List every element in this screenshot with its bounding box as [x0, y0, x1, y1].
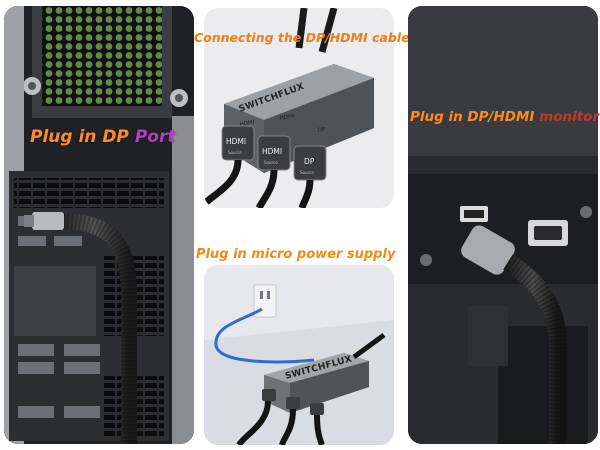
- monitor-panel: [408, 6, 598, 444]
- pc-tower-image: [4, 6, 194, 444]
- caption-left-text: Plug in DP: [30, 127, 135, 147]
- port-1-sub: Source: [228, 150, 242, 155]
- caption-plug-in-power: Plug in micro power supply: [196, 247, 396, 262]
- port-1-label: HDMI: [226, 137, 246, 146]
- port-hdmi-2: HDMI Source: [257, 135, 291, 171]
- power-supply-image: SWITCHFLUX: [204, 265, 394, 445]
- port-2-sub: Source: [264, 160, 278, 165]
- power-supply-panel: SWITCHFLUX: [204, 265, 394, 445]
- port-2-label: HDMI: [262, 147, 282, 156]
- port-3-sub: Source: [300, 170, 314, 175]
- caption-right-monitor: monitor: [539, 109, 600, 125]
- port-top-label-3: DP: [317, 127, 326, 134]
- port-top-label-2: HDMI: [279, 113, 295, 122]
- port-top-label-1: HDMI: [239, 119, 255, 128]
- caption-right-text: Plug in DP/HDMI: [410, 109, 540, 125]
- caption-connecting-cable: Connecting the DP/HDMI cable: [194, 30, 410, 45]
- monitor-image: [408, 6, 598, 444]
- port-3-label: DP: [304, 157, 315, 166]
- switch-closeup-panel: SWITCHFLUX HDMI HDMI DP HDMI Source HDMI…: [204, 8, 394, 208]
- port-hdmi-1: HDMI Source: [221, 125, 255, 161]
- caption-plug-in-dp-port: Plug in DP Port: [30, 127, 175, 147]
- caption-plug-in-monitor: Plug in DP/HDMI monitor: [410, 109, 599, 125]
- port-dp: DP Source: [293, 145, 327, 181]
- switch-closeup-image: SWITCHFLUX HDMI HDMI DP HDMI Source HDMI…: [204, 8, 374, 208]
- caption-left-port: Port: [134, 127, 176, 147]
- pc-tower-panel: [4, 6, 194, 444]
